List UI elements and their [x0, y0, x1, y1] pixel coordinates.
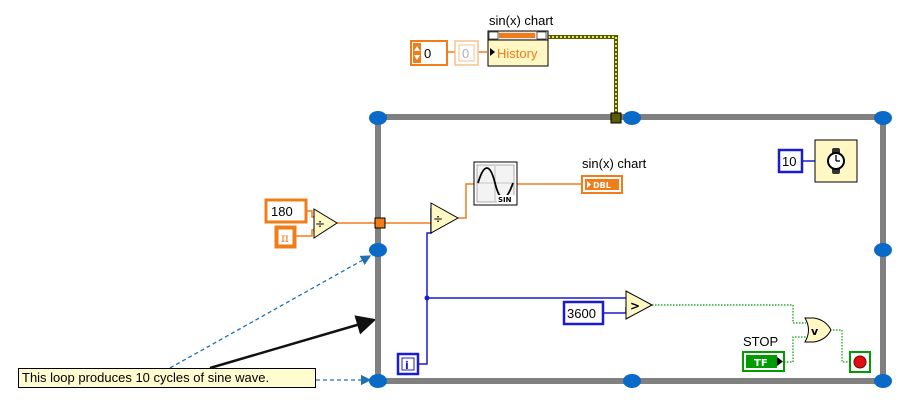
waveform-wire[interactable] — [548, 35, 618, 116]
stop-label: STOP — [743, 334, 778, 349]
svg-text:0: 0 — [424, 46, 431, 61]
stop-if-true-icon — [853, 355, 867, 369]
chart-label-inner: sin(x) chart — [582, 156, 647, 171]
iteration-terminal: i — [396, 352, 420, 376]
chart-label-top: sin(x) chart — [489, 13, 554, 28]
index-indicator: 0 — [454, 40, 479, 66]
wait-ms-function[interactable] — [814, 139, 858, 183]
divide-node-inner[interactable]: ÷ — [430, 202, 460, 234]
numeric-wire-divide-to-sin[interactable] — [458, 183, 474, 219]
svg-text:0: 0 — [462, 46, 469, 61]
constant-180[interactable]: 180 — [264, 198, 308, 224]
svg-text:SIN: SIN — [498, 196, 512, 204]
index-control[interactable]: 0 — [410, 40, 448, 66]
constant-3600[interactable]: 3600 — [562, 300, 605, 326]
waveform-tunnel[interactable] — [610, 112, 622, 124]
or-node[interactable]: v — [804, 317, 832, 343]
svg-text:i: i — [405, 359, 409, 372]
chart-property-node[interactable]: History — [487, 30, 549, 67]
chart-mini-icon — [499, 33, 535, 38]
numeric-wire-pi[interactable] — [296, 229, 314, 237]
svg-text:v: v — [811, 325, 819, 338]
stop-control[interactable]: TF — [742, 351, 785, 372]
numeric-wire-180[interactable] — [307, 210, 314, 218]
decrement-arrow-icon[interactable] — [414, 55, 420, 60]
increment-arrow-icon[interactable] — [414, 46, 420, 51]
free-label-comment[interactable]: This loop produces 10 cycles of sine wav… — [18, 368, 316, 388]
svg-text:>: > — [630, 299, 640, 313]
divide-node-outer[interactable]: ÷ — [313, 208, 338, 239]
svg-text:÷: ÷ — [315, 217, 325, 231]
svg-text:3600: 3600 — [567, 306, 596, 321]
loop-condition-terminal[interactable] — [849, 351, 871, 373]
chart-terminal[interactable]: DBL — [581, 175, 623, 194]
pi-constant[interactable]: π — [274, 225, 297, 249]
svg-text:÷: ÷ — [433, 212, 443, 226]
wire-junction — [424, 295, 430, 301]
iteration-wire[interactable] — [413, 208, 627, 365]
svg-text:π: π — [281, 231, 289, 245]
svg-text:DBL: DBL — [593, 181, 611, 190]
svg-text:10: 10 — [782, 154, 796, 169]
comment-arrow-to-frame — [209, 315, 377, 370]
wristwatch-icon — [827, 148, 845, 174]
while-loop[interactable] — [369, 111, 892, 388]
property-input-arrow — [490, 48, 495, 56]
history-property: History — [497, 46, 538, 61]
numeric-tunnel[interactable] — [374, 217, 386, 229]
greater-node[interactable]: > — [625, 290, 654, 320]
wait-constant[interactable]: 10 — [777, 148, 804, 174]
boolean-wire[interactable] — [652, 304, 850, 363]
loop-resize-handle[interactable] — [369, 111, 892, 388]
comment-arrow-to-tunnel — [169, 255, 372, 369]
svg-text:TF: TF — [754, 358, 768, 369]
sine-function[interactable]: SIN — [473, 161, 518, 206]
svg-text:180: 180 — [271, 204, 293, 219]
